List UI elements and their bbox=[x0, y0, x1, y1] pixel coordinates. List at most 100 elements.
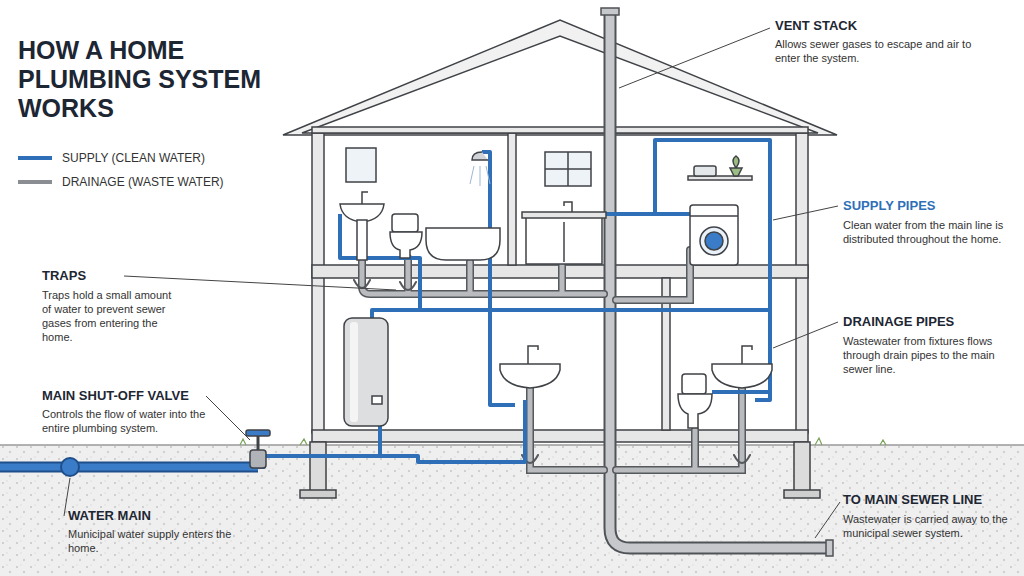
callout-heading-holder: TRAPS bbox=[42, 268, 182, 284]
laundry-fixtures-part bbox=[705, 232, 723, 250]
shut-off-valve-part bbox=[246, 430, 270, 436]
legend-samples-part bbox=[18, 156, 52, 160]
water-heater-part bbox=[350, 322, 358, 422]
callout-body: Controls the flow of water into the enti… bbox=[42, 407, 232, 435]
laundry-fixtures-part bbox=[694, 166, 716, 176]
callout-heading: TO MAIN SEWER LINE bbox=[843, 492, 1018, 508]
leader-lines-part bbox=[773, 206, 838, 220]
callout-body: Wastewater is carried away to the munici… bbox=[843, 512, 1018, 540]
bathroom-fixtures-part bbox=[392, 214, 418, 232]
legend-samples-part bbox=[18, 180, 52, 184]
house-structure-part bbox=[794, 442, 810, 492]
leader-lines-part bbox=[815, 502, 840, 538]
ground-floor-fixtures-part bbox=[682, 374, 706, 394]
house-structure-part bbox=[784, 490, 820, 498]
callout-heading: DRAINAGE PIPES bbox=[843, 314, 1013, 330]
laundry-fixtures-part bbox=[545, 152, 591, 186]
laundry-fixtures bbox=[522, 152, 752, 265]
ground-part bbox=[0, 445, 1024, 576]
callout-heading: TRAPS bbox=[42, 268, 182, 284]
house-structure-part bbox=[312, 133, 324, 433]
shut-off-valve-part bbox=[250, 450, 266, 468]
laundry-fixtures-part bbox=[545, 168, 591, 170]
callout-body-holder: Municipal water supply enters the home. bbox=[68, 527, 233, 555]
house-structure-part bbox=[508, 133, 516, 265]
callout-heading: MAIN SHUT-OFF VALVE bbox=[42, 388, 232, 404]
legend-label-holder: DRAINAGE (WASTE WATER) bbox=[62, 175, 262, 189]
supply-pipes-part bbox=[655, 212, 690, 216]
callout-body-holder: Wastewater is carried away to the munici… bbox=[843, 512, 1018, 540]
ground-floor-fixtures-part bbox=[678, 394, 712, 428]
supply-pipes bbox=[0, 140, 770, 476]
callout-body: Clean water from the main line is distri… bbox=[843, 218, 1013, 246]
ground-floor-fixtures-part bbox=[500, 364, 560, 388]
house-structure-part bbox=[283, 20, 837, 135]
callout-heading-holder: DRAINAGE PIPES bbox=[843, 314, 1013, 330]
house-structure-part bbox=[310, 442, 326, 492]
ground-floor-fixtures-part bbox=[528, 346, 538, 364]
legend-label-holder: SUPPLY (CLEAN WATER) bbox=[62, 151, 262, 165]
bathroom-fixtures bbox=[340, 148, 500, 260]
house-structure-part bbox=[312, 127, 808, 133]
house-structure-part bbox=[302, 36, 818, 133]
drainage-pipes-part bbox=[354, 280, 750, 463]
ground-floor-fixtures-part bbox=[712, 364, 772, 388]
bathroom-fixtures-part bbox=[357, 220, 367, 260]
callout-heading-holder: TO MAIN SEWER LINE bbox=[843, 492, 1018, 508]
laundry-fixtures-part bbox=[526, 216, 602, 264]
leader-lines-part bbox=[206, 396, 250, 440]
laundry-fixtures-part bbox=[522, 212, 606, 218]
shut-off-valve-part bbox=[257, 436, 260, 450]
laundry-fixtures-part bbox=[690, 205, 738, 265]
supply-pipes-part bbox=[580, 140, 770, 310]
laundry-fixtures-part bbox=[730, 156, 742, 176]
callout-body-holder: Clean water from the main line is distri… bbox=[843, 218, 1013, 246]
house-structure-part bbox=[796, 133, 808, 433]
callout-heading: VENT STACK bbox=[775, 18, 975, 34]
callout-heading: WATER MAIN bbox=[68, 508, 233, 524]
bathroom-fixtures-part bbox=[470, 166, 490, 186]
bathroom-fixtures-part bbox=[362, 192, 368, 204]
ground-floor-fixtures bbox=[500, 346, 772, 428]
callout-body-holder: Wastewater from fixtures flows through d… bbox=[843, 334, 1013, 376]
supply-pipes-part bbox=[372, 310, 770, 318]
bathroom-fixtures-part bbox=[346, 148, 376, 182]
laundry-fixtures-part bbox=[700, 227, 728, 255]
legend-label: SUPPLY (CLEAN WATER) bbox=[62, 151, 262, 165]
supply-pipes-part bbox=[755, 310, 770, 400]
leader-lines-part bbox=[773, 322, 838, 348]
callout-body: Wastewater from fixtures flows through d… bbox=[843, 334, 1013, 376]
ground-part bbox=[0, 445, 1024, 576]
callout-body-holder: Allows sewer gases to escape and air to … bbox=[775, 37, 975, 65]
callout-body-holder: Traps hold a small amount of water to pr… bbox=[42, 288, 182, 344]
supply-pipes-part bbox=[712, 390, 770, 394]
water-heater-part bbox=[344, 318, 388, 426]
vent-stack-pipe-part bbox=[601, 8, 619, 15]
supply-pipes-part bbox=[258, 420, 380, 467]
supply-pipes-part bbox=[490, 310, 515, 405]
laundry-fixtures-part bbox=[690, 215, 738, 217]
supply-pipes-part bbox=[61, 458, 79, 476]
leader-lines bbox=[64, 28, 840, 538]
callout-heading-holder: SUPPLY PIPES bbox=[843, 198, 1013, 214]
house-structure bbox=[283, 20, 837, 498]
water-heater-part bbox=[372, 396, 382, 404]
diagram-title: HOW A HOME PLUMBING SYSTEM WORKS bbox=[18, 36, 286, 123]
leader-lines-part bbox=[619, 28, 770, 88]
ground-part bbox=[0, 444, 1024, 446]
bathroom-fixtures-part bbox=[426, 228, 500, 260]
leader-lines-part bbox=[124, 276, 396, 290]
callout-heading-holder: MAIN SHUT-OFF VALVE bbox=[42, 388, 232, 404]
ground bbox=[0, 438, 1024, 576]
callout-body: Allows sewer gases to escape and air to … bbox=[775, 37, 975, 65]
callout-body-holder: Controls the flow of water into the enti… bbox=[42, 407, 232, 435]
diagram-title-holder: HOW A HOME PLUMBING SYSTEM WORKS bbox=[18, 36, 286, 123]
water-heater bbox=[344, 318, 388, 426]
callout-heading: SUPPLY PIPES bbox=[843, 198, 1013, 214]
house-structure-part bbox=[312, 430, 808, 442]
legend-label: DRAINAGE (WASTE WATER) bbox=[62, 175, 262, 189]
house-structure-part bbox=[300, 490, 336, 498]
vent-stack-pipe-part bbox=[826, 540, 833, 556]
supply-pipes-part bbox=[380, 400, 525, 462]
supply-pipes-part bbox=[0, 464, 258, 471]
